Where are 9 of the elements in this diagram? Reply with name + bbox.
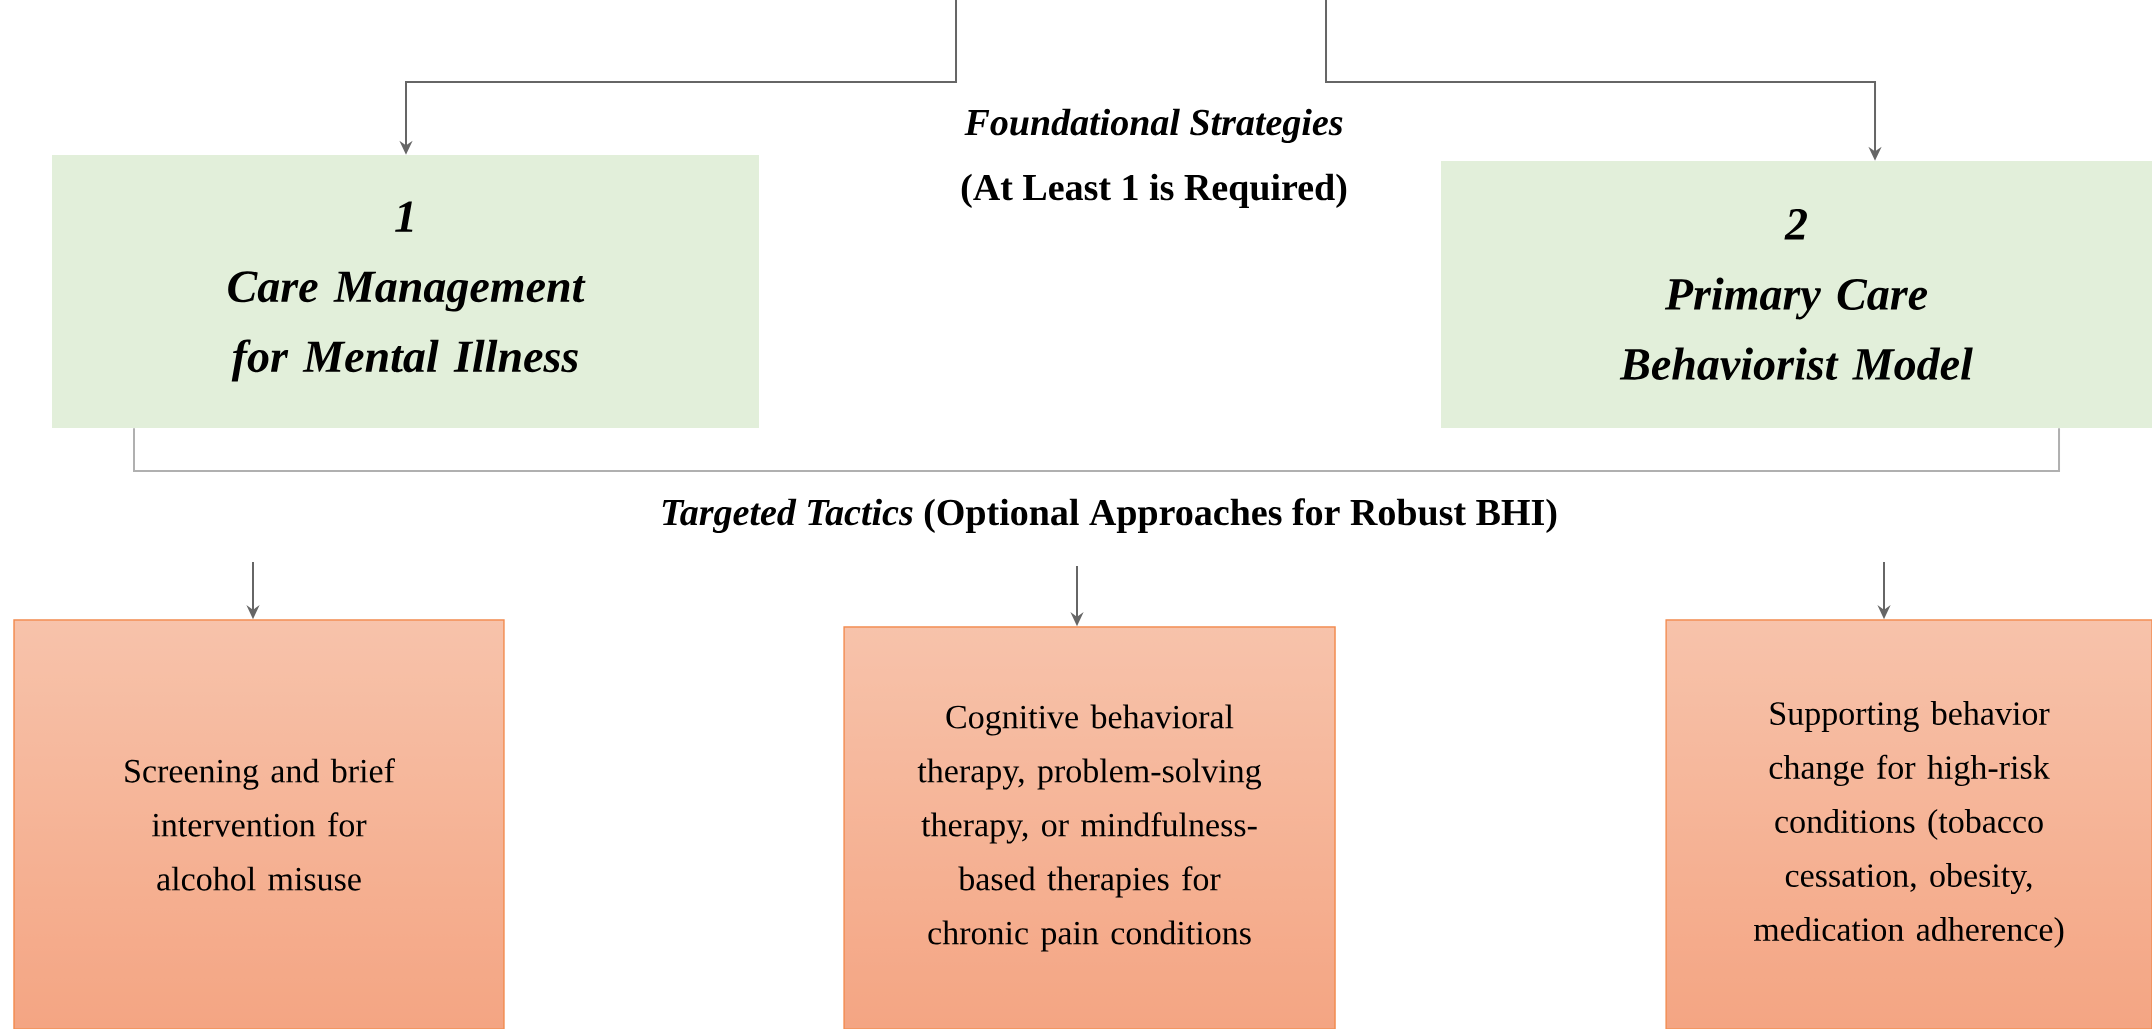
tactic-box: Cognitive behavioral therapy, problem-solving therapy, or mindfulness-based therapies for chronic pain conditions [843, 626, 1336, 1029]
label-text: Foundational Strategies [964, 108, 1343, 144]
connector-line [133, 427, 2060, 472]
strategy-box: 1 Care Management for Mental Illness [52, 155, 759, 428]
label-text: Targeted Tactics (Optional Approaches for Robust BHI) [662, 498, 1557, 534]
tactic-box: Screening and brief intervention for alcohol misuse [13, 619, 505, 1029]
strategy-box: 2 Primary Care Behaviorist Model [1441, 161, 2152, 428]
tactic-box: Supporting behavior change for high-risk conditions (tobacco cessation, obesity, medication adherence) [1665, 619, 2152, 1029]
label-text: (At Least 1 is Required) [961, 173, 1347, 209]
